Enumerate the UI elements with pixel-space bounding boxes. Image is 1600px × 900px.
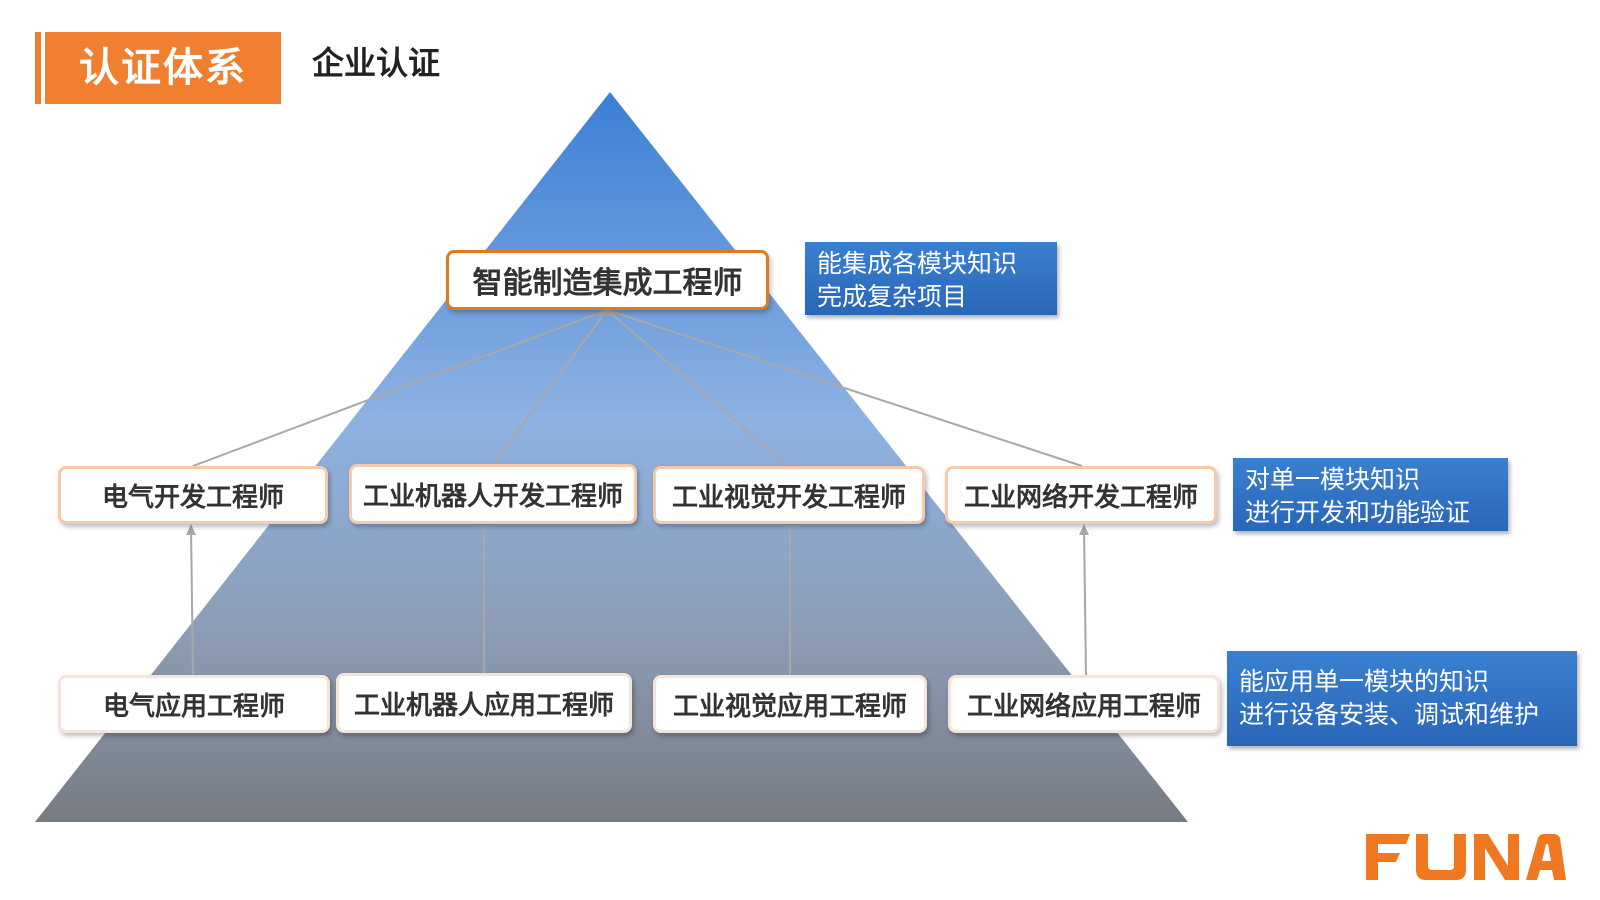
connector-electric-app-to-dev — [190, 526, 194, 677]
connector-network-to-top — [606, 309, 1083, 467]
role-bottom-electric-app: 电气应用工程师 — [58, 675, 330, 733]
header-accent-bar — [35, 32, 41, 104]
role-middle-electric-dev: 电气开发工程师 — [58, 466, 328, 524]
pyramid-shape — [35, 92, 1188, 822]
page-title: 认证体系 — [45, 32, 281, 104]
role-middle-vision-dev: 工业视觉开发工程师 — [653, 466, 925, 524]
connector-robot-to-top — [491, 309, 608, 467]
funa-logo — [1366, 834, 1566, 880]
connector-vision-to-top — [606, 309, 789, 467]
note-top-level: 能集成各模块知识 完成复杂项目 — [805, 242, 1057, 315]
note-middle-line-2: 进行开发和功能验证 — [1245, 498, 1471, 527]
connector-arrowheads — [186, 308, 1089, 535]
role-middle-robot-dev: 工业机器人开发工程师 — [349, 464, 637, 524]
note-top-line-2: 完成复杂项目 — [817, 282, 968, 311]
role-top-integration-engineer: 智能制造集成工程师 — [446, 250, 769, 310]
arrowhead-top — [597, 308, 616, 316]
page-subtitle: 企业认证 — [312, 44, 441, 82]
connector-lines — [190, 309, 1087, 677]
connector-electric-to-top — [192, 309, 608, 467]
arrowhead-electric — [186, 524, 196, 535]
role-bottom-vision-app: 工业视觉应用工程师 — [653, 675, 927, 733]
note-middle-level: 对单一模块知识 进行开发和功能验证 — [1233, 458, 1508, 531]
connector-network-app-to-dev — [1083, 526, 1087, 677]
role-bottom-robot-app: 工业机器人应用工程师 — [336, 673, 632, 733]
arrowhead-network — [1079, 524, 1089, 535]
role-middle-network-dev: 工业网络开发工程师 — [945, 466, 1217, 524]
role-bottom-network-app: 工业网络应用工程师 — [948, 675, 1220, 733]
note-bottom-line-1: 能应用单一模块的知识 — [1239, 667, 1490, 696]
note-bottom-line-2: 进行设备安装、调试和维护 — [1239, 700, 1540, 729]
note-top-line-1: 能集成各模块知识 — [817, 249, 1018, 278]
note-middle-line-1: 对单一模块知识 — [1245, 465, 1421, 494]
note-bottom-level: 能应用单一模块的知识 进行设备安装、调试和维护 — [1227, 651, 1577, 746]
